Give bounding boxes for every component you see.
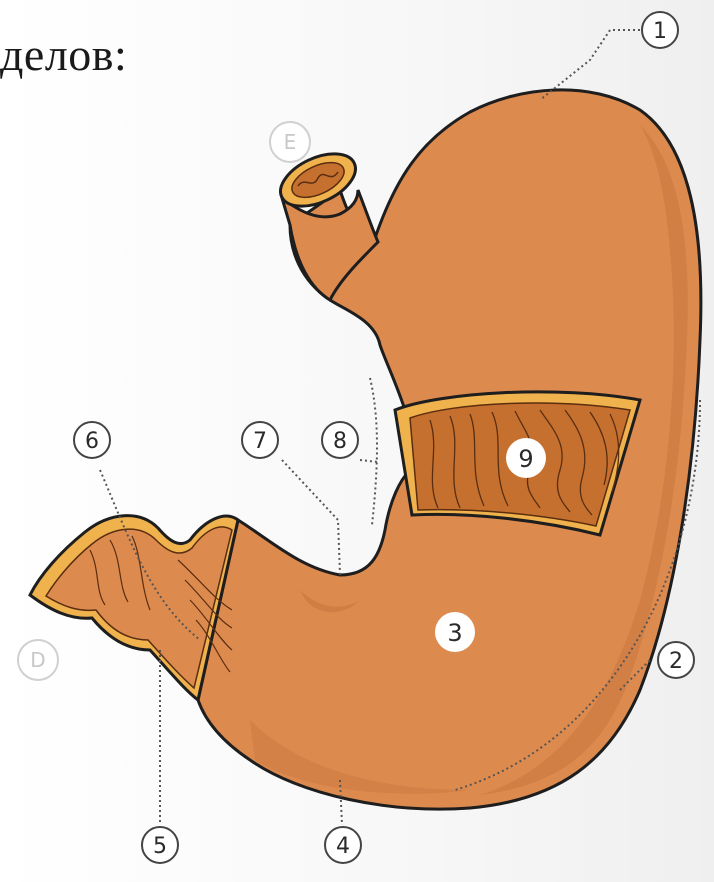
svg-text:8: 8 [333,429,347,454]
svg-text:3: 3 [447,619,462,647]
svg-text:5: 5 [153,834,167,859]
svg-text:4: 4 [336,834,350,859]
label-d: D [18,640,58,680]
label-1: 1 [642,12,678,48]
svg-text:7: 7 [253,429,267,454]
label-5: 5 [142,827,178,863]
svg-text:9: 9 [518,445,533,473]
svg-text:1: 1 [653,19,667,44]
label-2: 2 [658,642,694,678]
label-6: 6 [74,422,110,458]
svg-text:6: 6 [85,429,99,454]
svg-text:E: E [284,130,297,154]
label-3: 3 [435,612,475,652]
label-9: 9 [506,438,546,478]
label-8: 8 [322,422,358,458]
svg-text:2: 2 [669,649,683,674]
svg-text:D: D [30,648,45,672]
label-4: 4 [325,827,361,863]
label-e: E [270,122,310,162]
label-7: 7 [242,422,278,458]
